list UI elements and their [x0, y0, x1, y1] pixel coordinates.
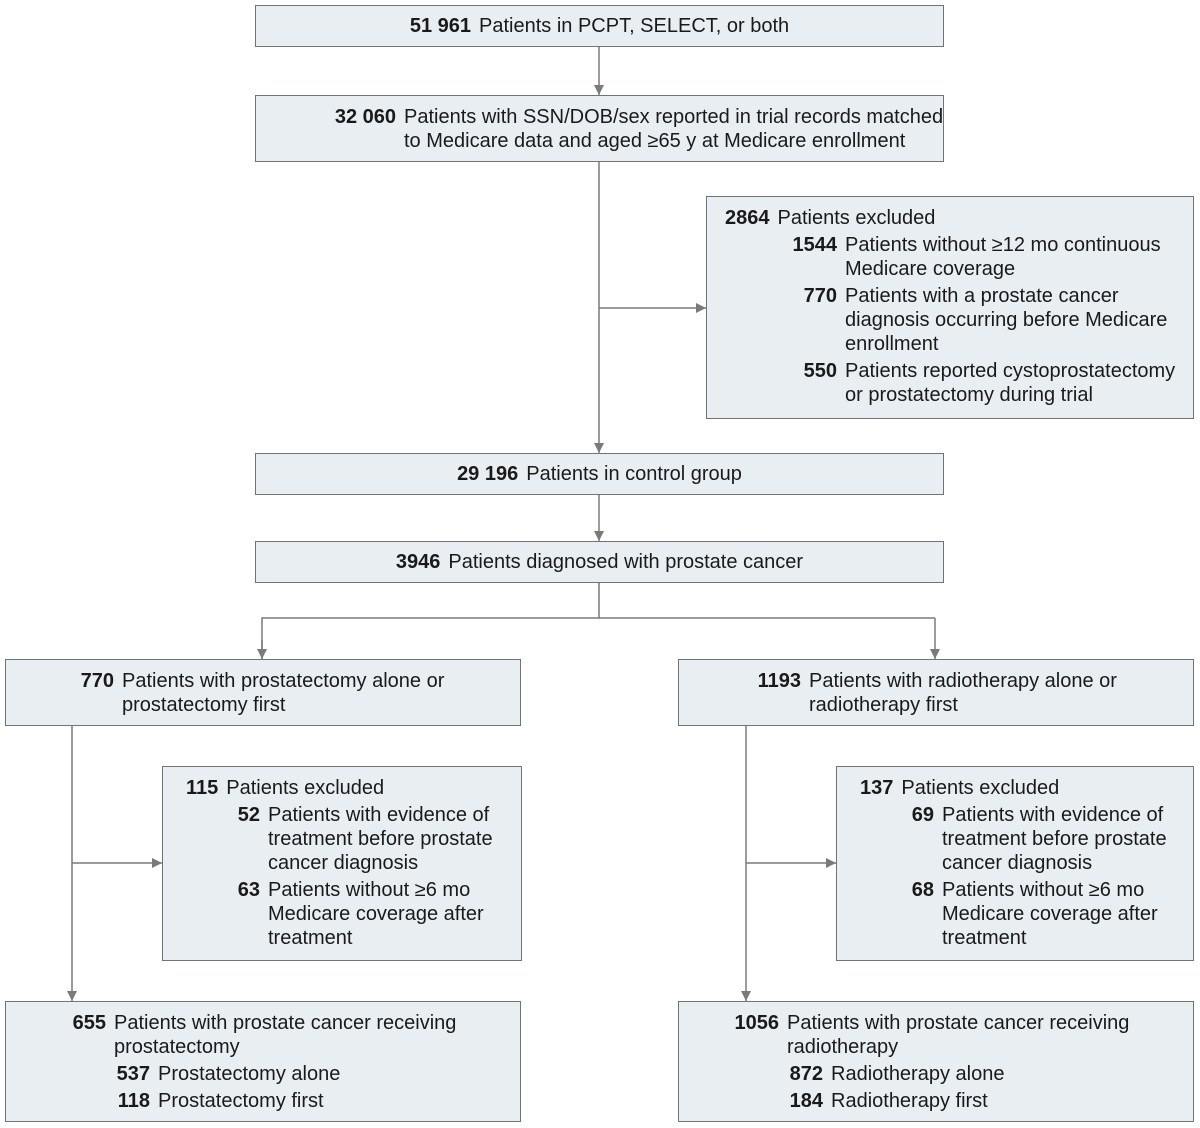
count: 770 [80, 670, 114, 692]
label-line: cancer diagnosis [268, 852, 419, 874]
exclusion-item: 770 Patients with a prostate cancer diag… [725, 284, 1175, 356]
count: 115 [186, 777, 219, 799]
label-line: enrollment [845, 333, 939, 355]
count: 872 [789, 1063, 823, 1085]
label-line: or prostatectomy during trial [845, 384, 1093, 406]
breakdown-item: 118 Prostatectomy first [46, 1089, 456, 1113]
label-line: Patients with evidence of [268, 804, 490, 826]
box-prostatectomy-final: 655 Patients with prostate cancer receiv… [5, 1001, 521, 1122]
count: 1193 [757, 670, 801, 692]
box-all-patients: 51 961 Patients in PCPT, SELECT, or both [255, 5, 944, 47]
label-line: treatment [942, 927, 1027, 949]
box-exclusion-left: 115 Patients excluded 52 Patients with e… [162, 766, 522, 961]
label-line: Patients without ≥12 mo continuous [845, 234, 1161, 256]
count: 537 [116, 1063, 150, 1085]
count: 137 [860, 777, 894, 799]
label: Patients excluded [777, 207, 936, 229]
breakdown-item: 872 Radiotherapy alone [719, 1062, 1129, 1086]
exclusion-item: 63 Patients without ≥6 mo Medicare cover… [186, 878, 493, 950]
label-line: Patients reported cystoprostatectomy [845, 360, 1176, 382]
label-line: Medicare coverage [845, 258, 1016, 280]
label-line: cancer diagnosis [942, 852, 1093, 874]
label-line: treatment before prostate [942, 828, 1167, 850]
breakdown-item: 184 Radiotherapy first [719, 1089, 1129, 1113]
count: 184 [789, 1090, 823, 1112]
box-diagnosed: 3946 Patients diagnosed with prostate ca… [255, 541, 944, 583]
label-line: Patients with a prostate cancer [845, 285, 1119, 307]
label: Radiotherapy alone [831, 1063, 1005, 1085]
box-prostatectomy-group: 770 Patients with prostatectomy alone or… [5, 659, 521, 726]
label: Prostatectomy first [158, 1090, 324, 1112]
label-line: radiotherapy first [809, 694, 958, 716]
label-line: prostatectomy first [122, 694, 286, 716]
exclusion-item: 68 Patients without ≥6 mo Medicare cover… [860, 878, 1167, 950]
exclusion-item: 69 Patients with evidence of treatment b… [860, 803, 1167, 875]
label-line: Patients without ≥6 mo [268, 879, 471, 901]
count: 1544 [792, 234, 838, 256]
label-line: Medicare coverage after [268, 903, 484, 925]
label-line: Medicare coverage after [942, 903, 1158, 925]
exclusion-item: 1544 Patients without ≥12 mo continuous … [725, 233, 1175, 281]
split-connector [261, 583, 600, 659]
count: 52 [237, 804, 260, 826]
label-line: treatment before prostate [268, 828, 493, 850]
box-radiotherapy-group: 1193 Patients with radiotherapy alone or… [678, 659, 1194, 726]
count: 51 961 [409, 15, 471, 37]
label-line: Patients with evidence of [942, 804, 1164, 826]
label-line: Patients with prostatectomy alone or [122, 670, 445, 692]
box-control-group: 29 196 Patients in control group [255, 453, 944, 495]
label-line: Patients with prostate cancer receiving [787, 1012, 1130, 1034]
exclusion-item: 550 Patients reported cystoprostatectomy… [725, 359, 1176, 407]
count: 3946 [395, 551, 441, 573]
label: Patients in PCPT, SELECT, or both [479, 15, 790, 37]
label-line: diagnosis occurring before Medicare [845, 309, 1168, 331]
label-line: Patients with prostate cancer receiving [114, 1012, 457, 1034]
label: Patients diagnosed with prostate cancer [448, 551, 804, 573]
box-radiotherapy-final: 1056 Patients with prostate cancer recei… [678, 1001, 1194, 1122]
label: Prostatectomy alone [158, 1063, 341, 1085]
count: 32 060 [334, 106, 396, 128]
label-line: treatment [268, 927, 353, 949]
box-matched-medicare: 32 060 Patients with SSN/DOB/sex reporte… [255, 95, 944, 162]
label-line: prostatectomy [114, 1036, 240, 1058]
label: Patients excluded [901, 777, 1060, 799]
label: Radiotherapy first [831, 1090, 988, 1112]
label: Patients excluded [226, 777, 385, 799]
exclusion-item: 52 Patients with evidence of treatment b… [186, 803, 493, 875]
count: 770 [803, 285, 837, 307]
count: 2864 [725, 207, 770, 229]
count: 29 196 [457, 463, 519, 485]
count: 69 [911, 804, 934, 826]
label-line: Patients with SSN/DOB/sex reported in tr… [404, 106, 944, 128]
count: 63 [237, 879, 260, 901]
label-line: Patients without ≥6 mo [942, 879, 1145, 901]
label-line: radiotherapy [787, 1036, 899, 1058]
count: 118 [117, 1090, 150, 1112]
box-exclusion-1: 2864 Patients excluded 1544 Patients wit… [706, 196, 1194, 419]
count: 655 [72, 1012, 106, 1034]
count: 550 [803, 360, 837, 382]
box-exclusion-right: 137 Patients excluded 69 Patients with e… [836, 766, 1194, 961]
count: 68 [911, 879, 934, 901]
count: 1056 [734, 1012, 780, 1034]
label-line: Patients with radiotherapy alone or [809, 670, 1117, 692]
breakdown-item: 537 Prostatectomy alone [46, 1062, 456, 1086]
label-line: to Medicare data and aged ≥65 y at Medic… [404, 130, 906, 152]
label: Patients in control group [526, 463, 742, 485]
